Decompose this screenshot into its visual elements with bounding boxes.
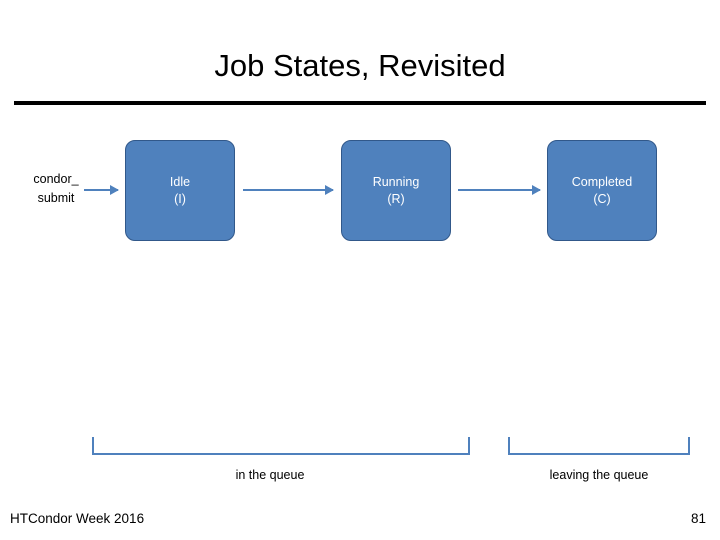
state-running-name: Running xyxy=(372,174,420,189)
slide-title: Job States, Revisited xyxy=(214,48,506,83)
arrow-submit-to-idle xyxy=(84,185,119,195)
arrow-idle-to-running xyxy=(243,185,334,195)
brace-label-leaving-the-queue: leaving the queue xyxy=(549,468,649,482)
state-completed-code: (C) xyxy=(593,191,611,206)
brace-leaving-the-queue xyxy=(508,437,690,455)
arrow-running-to-completed xyxy=(458,185,541,195)
brace-label-in-the-queue: in the queue xyxy=(235,468,305,482)
state-completed-name: Completed xyxy=(571,174,633,189)
state-box-idle: Idle (I) xyxy=(125,140,235,241)
state-box-running: Running (R) xyxy=(341,140,451,241)
state-running-code: (R) xyxy=(387,191,405,206)
condor-submit-label-line1: condor_ xyxy=(33,172,79,186)
state-box-completed: Completed (C) xyxy=(547,140,657,241)
state-idle-name: Idle xyxy=(169,174,191,189)
condor-submit-label-line2: submit xyxy=(37,191,75,205)
title-divider xyxy=(14,101,706,105)
footer-event-name: HTCondor Week 2016 xyxy=(10,511,145,526)
brace-in-the-queue xyxy=(92,437,470,455)
job-states-diagram: condor_ submit Idle (I) Running (R) Comp… xyxy=(0,140,720,250)
footer-page-number: 81 xyxy=(690,511,706,526)
state-idle-code: (I) xyxy=(174,191,186,206)
condor-submit-label: condor_ submit xyxy=(4,170,108,208)
